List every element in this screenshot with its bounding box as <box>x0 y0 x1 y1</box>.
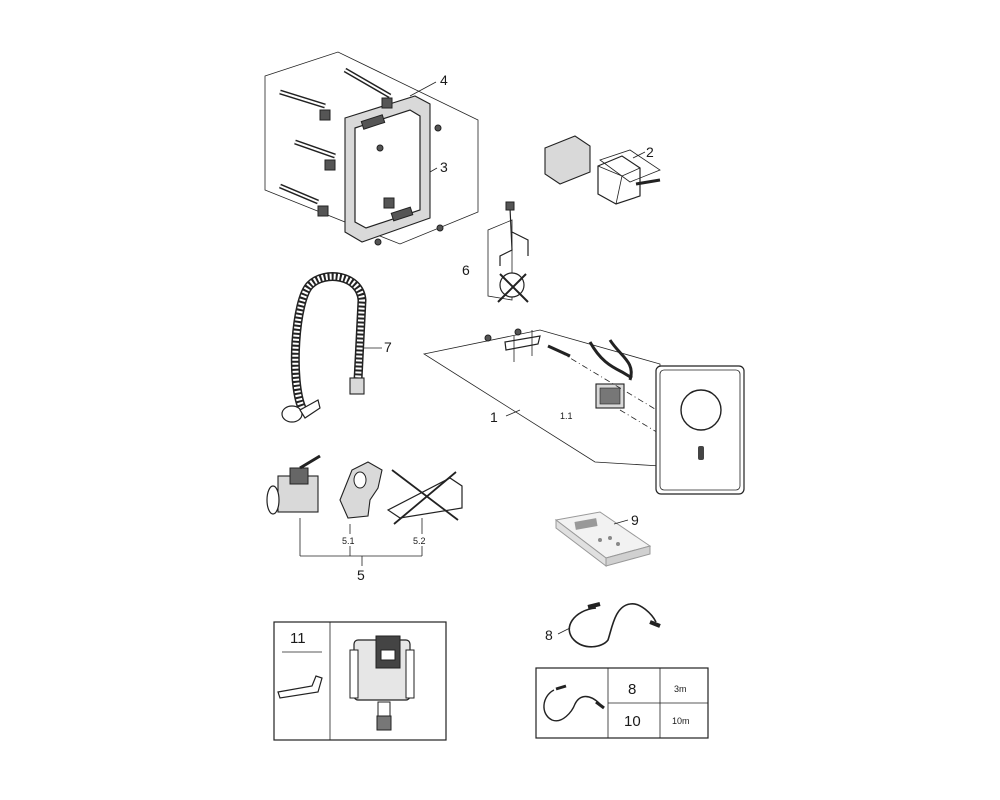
valve-bracket-group <box>266 454 463 566</box>
table-row-1-part: 8 <box>628 681 636 698</box>
label-part-1: 1 <box>490 409 498 425</box>
box-part-number: 11 <box>290 630 306 647</box>
label-part-5-1: 5.1 <box>342 536 355 546</box>
label-part-5-2: 5.2 <box>413 536 426 546</box>
table-row-2-part: 10 <box>624 713 641 730</box>
label-part-3: 3 <box>440 159 448 175</box>
cable-length-table: 8 3m 10 10m <box>535 667 709 739</box>
installation-box-panel: 11 <box>273 621 447 741</box>
electronic-module-part <box>544 135 661 205</box>
table-row-1-length: 3m <box>674 684 687 694</box>
label-part-1-1: 1.1 <box>560 411 573 421</box>
label-part-2: 2 <box>646 144 654 160</box>
flush-plate-assembly <box>422 328 745 495</box>
wire-bracket-part <box>487 201 529 303</box>
label-part-8: 8 <box>545 627 553 643</box>
label-part-9: 9 <box>631 512 639 528</box>
flexible-hose-part <box>281 272 367 423</box>
table-row-2-length: 10m <box>672 716 690 726</box>
label-part-5: 5 <box>357 567 365 583</box>
label-part-6: 6 <box>462 262 470 278</box>
mounting-frame-group <box>264 51 479 246</box>
remote-control-part <box>554 511 652 568</box>
label-part-7: 7 <box>384 339 392 355</box>
cable-part <box>568 602 661 648</box>
label-part-4: 4 <box>440 72 448 88</box>
